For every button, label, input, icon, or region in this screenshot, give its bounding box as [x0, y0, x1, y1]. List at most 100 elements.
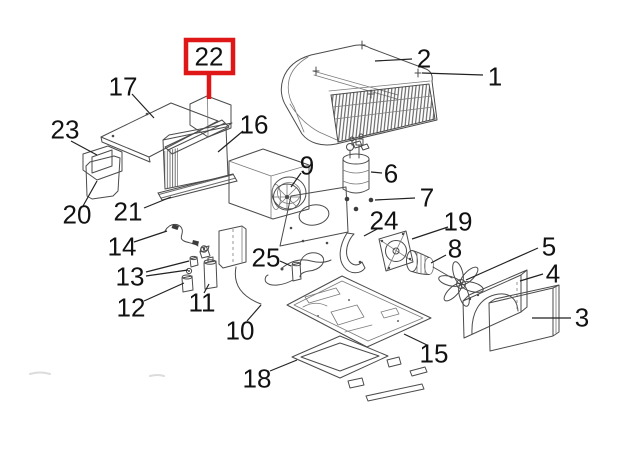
- cap-round: [185, 267, 193, 275]
- wire-end: [280, 267, 284, 271]
- callout-22[interactable]: 22: [195, 42, 224, 72]
- screw-hole: [111, 134, 115, 138]
- part-top-cover: [100, 102, 219, 163]
- plug-block: [199, 245, 211, 259]
- connector: [291, 262, 302, 282]
- leader-9: [290, 172, 302, 188]
- hub: [285, 195, 289, 199]
- cap-center: [188, 270, 190, 272]
- screw-hole: [301, 239, 305, 243]
- bands: [342, 169, 370, 185]
- connector-top: [291, 261, 302, 267]
- part-condenser-coil: [488, 284, 560, 352]
- callout-11[interactable]: 11: [189, 288, 216, 318]
- callout-19[interactable]: 19: [444, 207, 473, 237]
- leader-24: [363, 227, 380, 237]
- callout-16[interactable]: 16: [240, 110, 269, 140]
- part-fan-motor: [406, 250, 453, 279]
- callout-8[interactable]: 8: [448, 234, 462, 264]
- leader-10: [246, 304, 262, 322]
- port-hole: [298, 204, 330, 226]
- callout-25[interactable]: 25: [252, 243, 281, 273]
- ring: [385, 240, 407, 262]
- hole: [396, 319, 400, 323]
- leader-13-1: [145, 269, 189, 277]
- callout-12[interactable]: 12: [117, 293, 146, 323]
- callout-4[interactable]: 4: [546, 259, 560, 289]
- leader-4: [519, 273, 544, 282]
- callout-10[interactable]: 10: [226, 316, 255, 346]
- seal-strip: [365, 383, 425, 402]
- pad: [386, 356, 402, 368]
- callout-3[interactable]: 3: [575, 303, 589, 333]
- ribs: [416, 252, 426, 275]
- small-opening: [380, 307, 400, 319]
- part-harness: [264, 252, 325, 286]
- callout-14[interactable]: 14: [108, 232, 137, 262]
- callout-17[interactable]: 17: [109, 72, 138, 102]
- part-blower-housing: [228, 148, 310, 220]
- cap-top: [189, 255, 198, 261]
- part-condenser-housing: [462, 269, 528, 339]
- callout-15[interactable]: 15: [420, 339, 449, 369]
- loop: [299, 252, 325, 278]
- part-side-panel: [189, 95, 232, 138]
- callout-6[interactable]: 6: [384, 159, 398, 189]
- leader-6: [370, 171, 383, 174]
- corner-screw: [380, 239, 384, 243]
- part-small-capacitor: [181, 274, 194, 293]
- hub: [456, 279, 466, 289]
- leader-11: [203, 283, 210, 294]
- part-evaporator-coil: [162, 119, 233, 190]
- louver-rows: [332, 95, 434, 120]
- outline: [279, 186, 349, 247]
- callout-13[interactable]: 13: [116, 262, 145, 292]
- leader-21: [143, 196, 172, 209]
- valve-cap: [349, 136, 355, 142]
- callout-1[interactable]: 1: [488, 62, 502, 92]
- part-caps: [185, 255, 199, 275]
- end-cap: [424, 257, 434, 275]
- terminal: [207, 256, 214, 263]
- hub: [392, 247, 400, 255]
- callout-5[interactable]: 5: [542, 232, 556, 262]
- part-blower-wheel: [271, 183, 301, 211]
- leader-7: [374, 197, 416, 201]
- ribs: [302, 302, 373, 333]
- outline: [228, 148, 310, 220]
- callout-21[interactable]: 21: [114, 197, 143, 227]
- arch-opening: [471, 293, 519, 335]
- callout-24[interactable]: 24: [370, 206, 399, 236]
- detail: [207, 96, 209, 137]
- leader-18: [269, 359, 298, 372]
- blade: [460, 281, 484, 293]
- callout-2[interactable]: 2: [417, 44, 431, 74]
- part-capacitor: [203, 256, 218, 290]
- hole: [347, 298, 351, 302]
- blade: [452, 261, 464, 285]
- leader-23: [70, 140, 98, 156]
- wire-sleeve: [171, 224, 199, 246]
- blade: [438, 275, 462, 287]
- outline: [82, 145, 123, 181]
- outline: [280, 44, 438, 146]
- corner-screw: [387, 266, 391, 270]
- leader-2: [374, 58, 413, 62]
- part-wire-harness: [164, 223, 211, 259]
- outline: [286, 275, 432, 348]
- leader-14: [133, 230, 168, 243]
- callout-23[interactable]: 23: [51, 115, 80, 145]
- body: [203, 260, 218, 290]
- leader-19: [411, 226, 449, 240]
- callout-9[interactable]: 9: [300, 151, 314, 181]
- callout-7[interactable]: 7: [420, 183, 434, 213]
- screw-hole: [325, 241, 329, 245]
- part-drain-strap: [339, 232, 366, 274]
- callout-18[interactable]: 18: [243, 364, 272, 394]
- screw-hole: [289, 226, 293, 230]
- callout-20[interactable]: 20: [63, 200, 92, 230]
- leader-25: [279, 260, 292, 267]
- leader-8: [430, 254, 447, 264]
